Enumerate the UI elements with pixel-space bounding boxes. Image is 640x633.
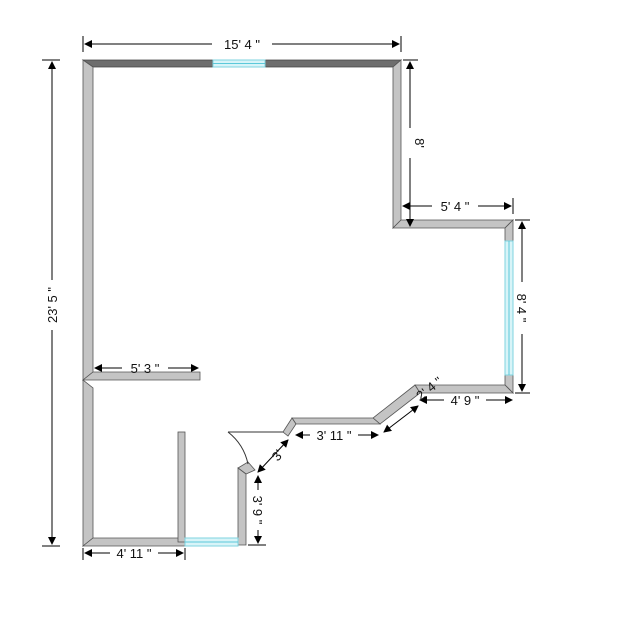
windows <box>184 59 514 547</box>
wall-closet <box>177 431 186 543</box>
dim-right-lower-height: 8' 4 " <box>514 294 529 323</box>
dimension-lines <box>42 36 530 560</box>
dim-door-stub-height: 3' 9 " <box>250 496 265 525</box>
dim-bottom-left-run: 4' 11 " <box>116 546 151 561</box>
wall-middle-run <box>291 417 382 425</box>
walls <box>81 59 514 547</box>
dim-interior-wall: 5' 3 " <box>131 361 160 376</box>
dim-diagonal-right: 2' 4 " <box>413 373 445 403</box>
wall-right-upper <box>392 59 402 229</box>
dim-bottom-right-run: 4' 9 " <box>451 393 480 408</box>
wall-step <box>392 219 514 229</box>
dim-step-width: 5' 4 " <box>441 199 470 214</box>
dim-top-width: 15' 4 " <box>224 37 260 52</box>
wall-left-upper <box>82 59 94 381</box>
wall-door-stub <box>237 467 247 546</box>
wall-left-lower <box>82 379 94 547</box>
wall-interior <box>81 371 201 381</box>
door <box>227 431 283 465</box>
dim-left-height: 23' 5 " <box>45 287 60 323</box>
wall-bottom-left <box>81 537 186 547</box>
dim-door-diagonal: 3' <box>269 447 287 464</box>
dim-middle-run: 3' 11 " <box>316 428 351 443</box>
wall-door-jamb <box>282 417 297 437</box>
dimension-labels: 15' 4 " 23' 5 " 8' 5' 4 " 8' 4 " 5' 3 " … <box>45 37 529 561</box>
dim-right-upper-height: 8' <box>412 138 427 148</box>
